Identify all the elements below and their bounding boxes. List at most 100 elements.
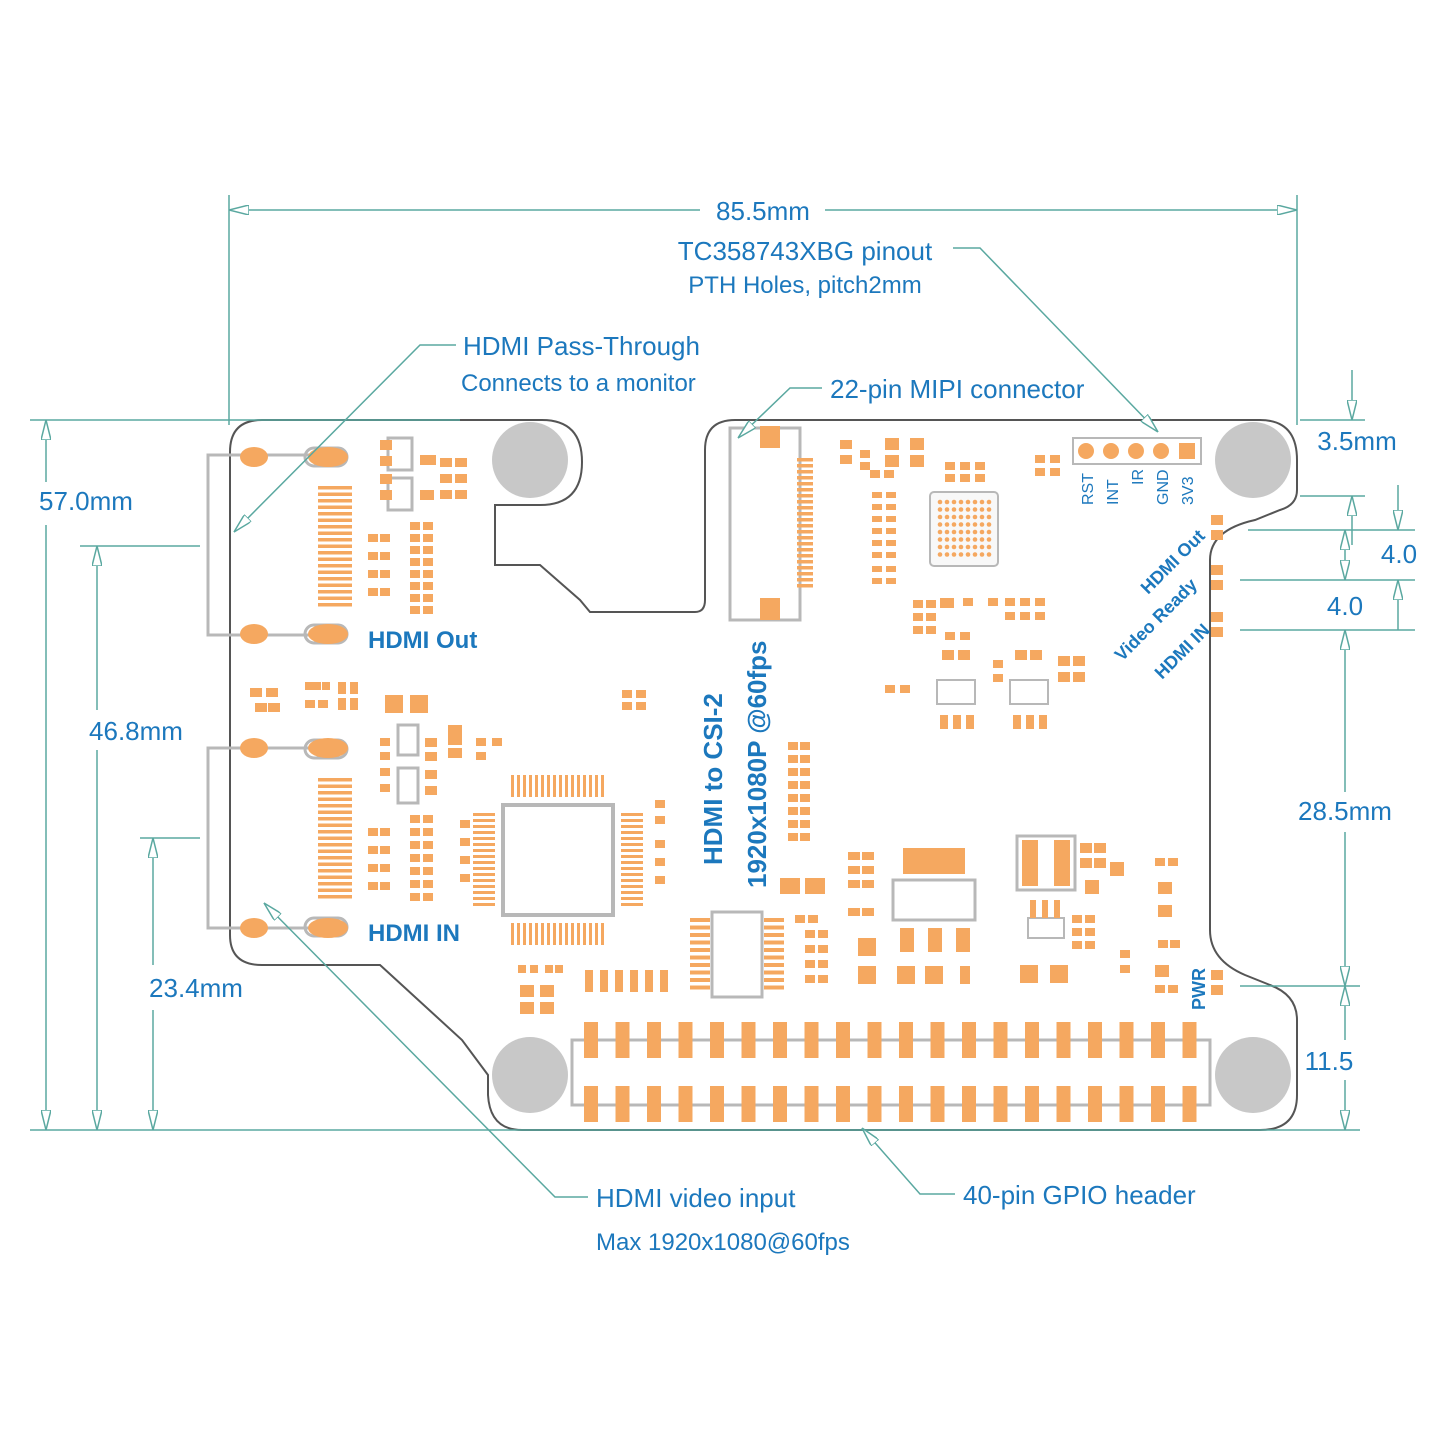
smd-pad [380,752,390,760]
smd-pad [1035,598,1045,606]
hdmi-pin [318,486,352,490]
hdmi-pin [318,888,352,892]
smd-pad [945,474,955,482]
bga-ball [986,552,992,557]
bga-ball [951,552,957,557]
smd-pad [600,970,608,992]
smd-pad [530,965,538,973]
smd-pad [872,528,882,534]
mcu-pin [621,813,643,816]
callout-gpio-header: 40-pin GPIO header [963,1180,1196,1210]
smd-pad [322,682,330,690]
smd-pad [818,945,828,953]
bga-ball [979,529,985,535]
callout-tc-pinout-title: TC358743XBG pinout [678,236,933,266]
gpio-pin [1119,1086,1134,1122]
hdmi-pin [318,849,352,853]
smd-pad [423,815,433,823]
mcu-pin [601,923,604,945]
soic-pin [764,948,784,952]
smd-pad [305,700,315,708]
hdmi-pin [318,784,352,788]
hdmi-pin [318,564,352,568]
mcu-pin [621,897,643,900]
mcu-pin [473,855,495,858]
mcu-pin [473,819,495,822]
smd-pad [800,781,810,789]
gpio-pin [584,1022,598,1058]
bga-ball [972,529,978,535]
smd-pad [872,516,882,522]
smd-pad [380,882,390,890]
gpio-pin [615,1022,630,1058]
soic-chip [690,910,784,999]
gpio-pin [993,1022,1008,1058]
smd-pad [872,504,882,510]
mipi-connector [728,426,813,622]
bga-ball [958,514,964,520]
soic-pin [690,940,710,945]
soic-pin [690,970,710,975]
bga-ball [937,529,943,535]
smd-pad [780,878,800,894]
bga-ball [986,537,992,542]
smd-pad [268,703,280,712]
bga-ball [944,529,950,535]
callout-hdmi-video-input-sub: Max 1920x1080@60fps [596,1229,850,1256]
smd-pad [540,985,554,997]
bga-ball [944,514,950,520]
mipi-pin [797,560,813,564]
smd-pad [913,600,923,608]
gpio-pin [899,1022,913,1058]
smd-pad [368,552,378,560]
bga-ball [944,499,950,505]
hdmi-pin [318,797,352,801]
bga-ball [951,544,957,550]
bga-ball [937,544,943,550]
smd-pad [840,455,852,464]
smd-pad [940,598,954,608]
bga-ball [972,507,978,512]
mcu-pin [473,831,495,834]
gpio-pin [836,1022,850,1058]
mcu-pin [621,837,643,840]
hdmi-out-connector [206,436,414,645]
mcu-pin [621,831,643,834]
smd-pad [910,455,924,467]
smd-pad [872,566,882,572]
mcu-pin [517,923,520,945]
mcu-pin [621,879,643,882]
hdmi-pin [318,823,352,827]
smd-pad [380,768,390,776]
soic-pin [764,940,784,945]
bga-ball [951,499,957,505]
bga-ball [944,552,950,557]
smd-pad [622,690,632,698]
mipi-pin [797,482,813,486]
smd-pad [805,878,825,894]
dim-width: 85.5mm [716,196,810,226]
smd-pad [1094,843,1106,853]
dim-height: 57.0mm [39,486,133,516]
hdmi-pin [318,603,352,607]
mcu-pin [621,825,643,828]
mcu-pin [541,775,544,797]
smd-pad [660,970,668,992]
smd-pad [1054,900,1060,918]
smd-pad [250,688,262,697]
mounting-hole-top-left [492,422,568,498]
soic-pin [764,925,784,930]
mcu-pin [559,775,562,797]
mcu-pin [621,891,643,894]
mipi-pin [797,518,813,522]
smd-pad [420,490,434,500]
smd-pad [800,768,810,776]
smd-pad [410,867,420,875]
mcu-pin [621,843,643,846]
mcu-pin [473,813,495,816]
smd-pad [423,594,433,602]
bga-ball [944,544,950,550]
bga-ball [958,529,964,535]
smd-pad [380,846,390,854]
smd-pad [788,833,798,841]
